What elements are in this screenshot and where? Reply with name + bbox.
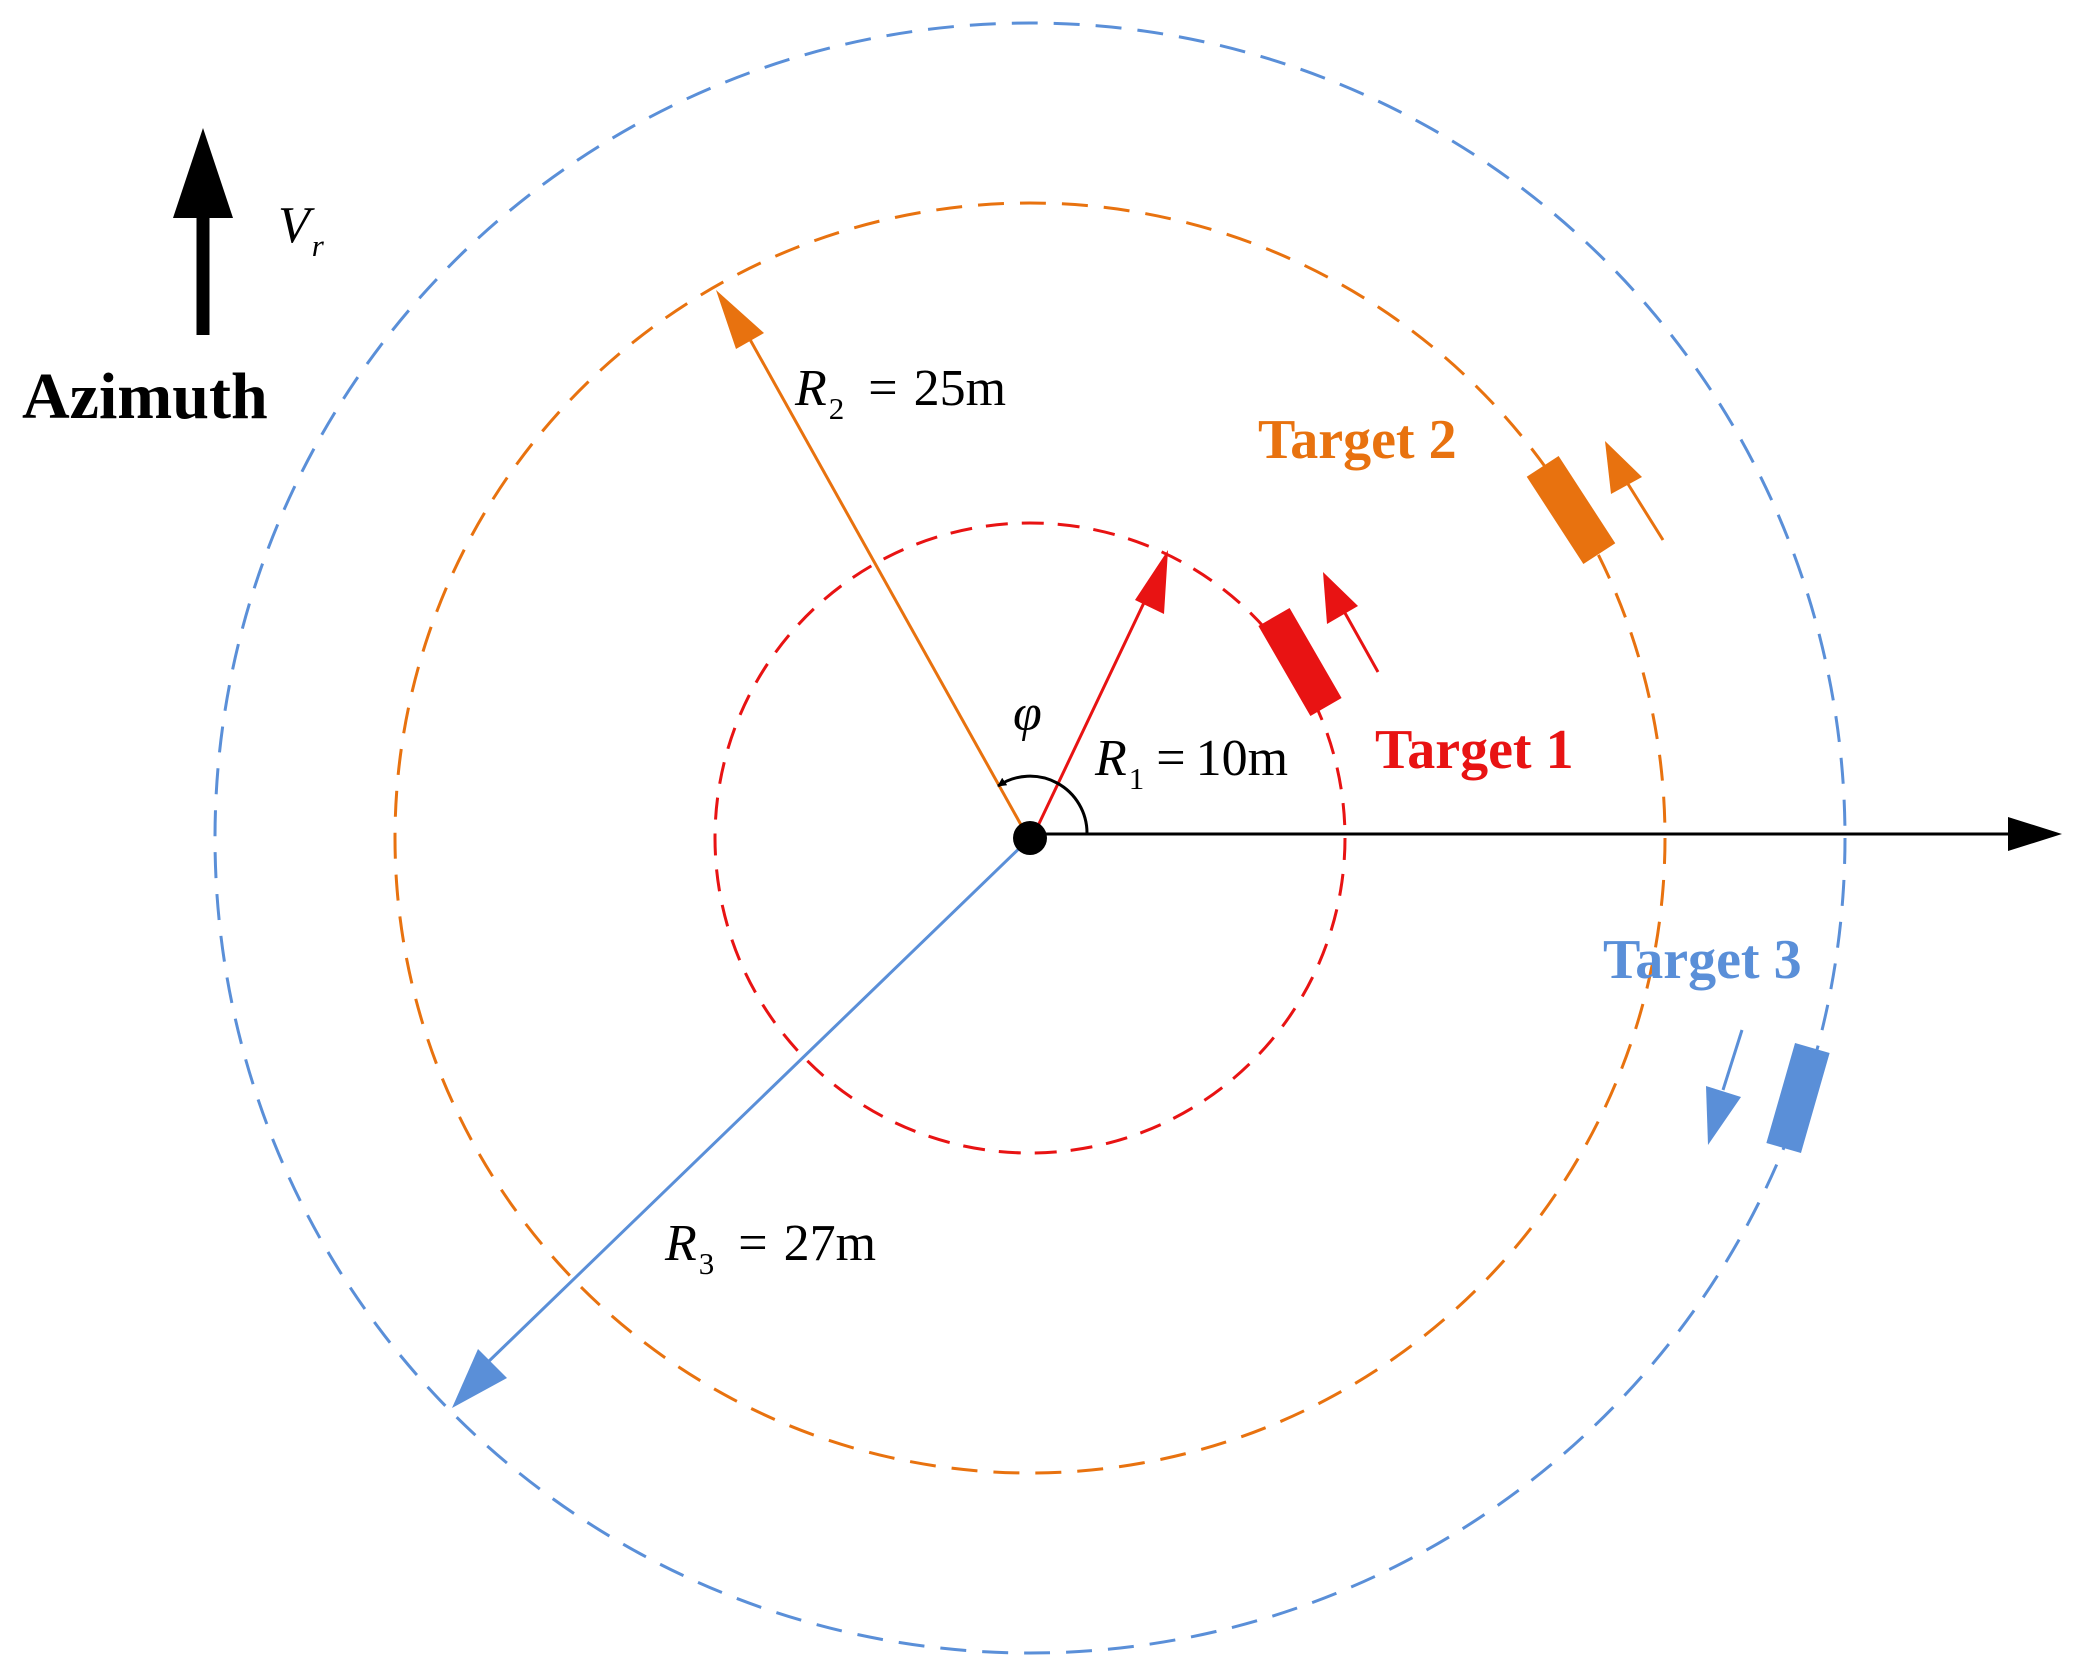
r2-value: 25m <box>914 360 1006 417</box>
range-circle-3 <box>213 21 1847 1655</box>
target-2-velocity-arrow <box>1626 483 1665 541</box>
r3-value: 27m <box>784 1215 876 1272</box>
range-axis-arrowhead <box>2008 817 2062 851</box>
target-3-velocity-arrowhead <box>1706 1086 1741 1145</box>
r3-label: R3 = 27m <box>664 1215 876 1281</box>
r2-subscript: 2 <box>829 391 845 426</box>
r3-equals: = <box>738 1215 767 1272</box>
r1-symbol: R <box>1094 730 1127 787</box>
center-point <box>1013 821 1047 855</box>
r1-label: R1 =10m <box>1094 730 1288 796</box>
r2-symbol: R <box>794 360 827 417</box>
r2-vector <box>736 317 1027 833</box>
r1-subscript: 1 <box>1129 761 1145 796</box>
target-2-body <box>1526 456 1616 564</box>
target-1-velocity-arrowhead <box>1323 572 1358 624</box>
target-2-velocity-arrowhead <box>1605 441 1642 494</box>
r1-equals: = <box>1156 730 1185 787</box>
azimuth-label: Azimuth <box>22 360 268 433</box>
r2-label: R2 = 25m <box>794 360 1006 426</box>
angle-phi-arc <box>997 774 1089 835</box>
target-3-velocity-arrow <box>1721 1029 1744 1091</box>
range-circle-2 <box>393 201 1667 1475</box>
r1-arrowhead <box>1135 550 1168 614</box>
r1-value: 10m <box>1196 730 1288 787</box>
r3-vector <box>484 836 1032 1366</box>
r3-subscript: 3 <box>699 1246 715 1281</box>
angle-phi-label: φ <box>1013 685 1042 742</box>
r1-vector <box>1034 589 1152 831</box>
r2-equals: = <box>868 360 897 417</box>
r3-arrowhead <box>452 1349 507 1408</box>
r3-symbol: R <box>664 1215 697 1272</box>
azimuth-arrowhead <box>173 128 233 218</box>
target-3-body <box>1766 1043 1830 1153</box>
r2-arrowhead <box>716 290 764 349</box>
target-1-velocity-arrow <box>1343 612 1380 673</box>
target-1-body <box>1258 607 1342 717</box>
velocity-label: Vr <box>278 197 325 263</box>
target-1-label: Target 1 <box>1375 719 1574 781</box>
target-2-label: Target 2 <box>1258 409 1457 471</box>
range-circle-1 <box>713 521 1347 1155</box>
velocity-subscript: r <box>312 228 325 263</box>
target-3-label: Target 3 <box>1603 929 1802 991</box>
velocity-symbol: V <box>278 197 315 254</box>
